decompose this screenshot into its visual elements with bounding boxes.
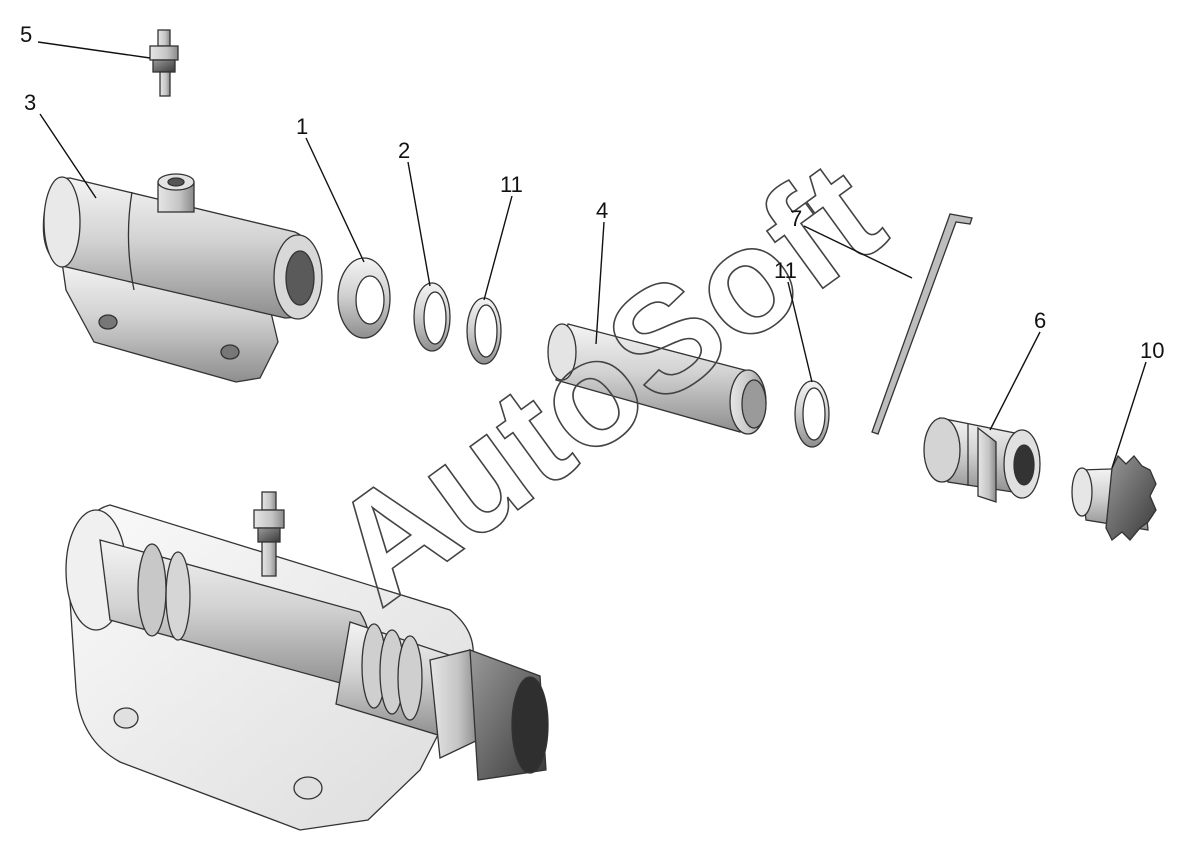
callout-11-first: 11 — [500, 172, 523, 197]
callout-10: 10 — [1140, 338, 1164, 363]
callout-1: 1 — [296, 114, 308, 139]
part-11-oring-b — [794, 380, 830, 448]
part-2-washer — [413, 282, 451, 352]
part-10-gear — [1071, 454, 1157, 542]
assembled-unit — [65, 491, 549, 831]
callout-3: 3 — [24, 90, 36, 115]
part-5-fitting — [149, 29, 179, 97]
part-1-nut — [337, 257, 391, 339]
callout-4: 4 — [596, 198, 608, 223]
part-11-oring-a — [466, 297, 502, 365]
leader-lines — [37, 41, 1147, 469]
callout-11-second: 11 — [774, 258, 797, 283]
part-3-housing — [42, 173, 323, 383]
callout-5: 5 — [20, 22, 32, 47]
callout-2: 2 — [398, 138, 410, 163]
callout-labels: 5 3 1 2 11 4 7 11 6 10 — [20, 22, 1164, 363]
part-7-rod — [871, 213, 973, 435]
callout-6: 6 — [1034, 308, 1046, 333]
callout-7: 7 — [790, 206, 802, 231]
part-6-adjuster — [923, 417, 1041, 503]
part-4-piston — [547, 323, 767, 435]
